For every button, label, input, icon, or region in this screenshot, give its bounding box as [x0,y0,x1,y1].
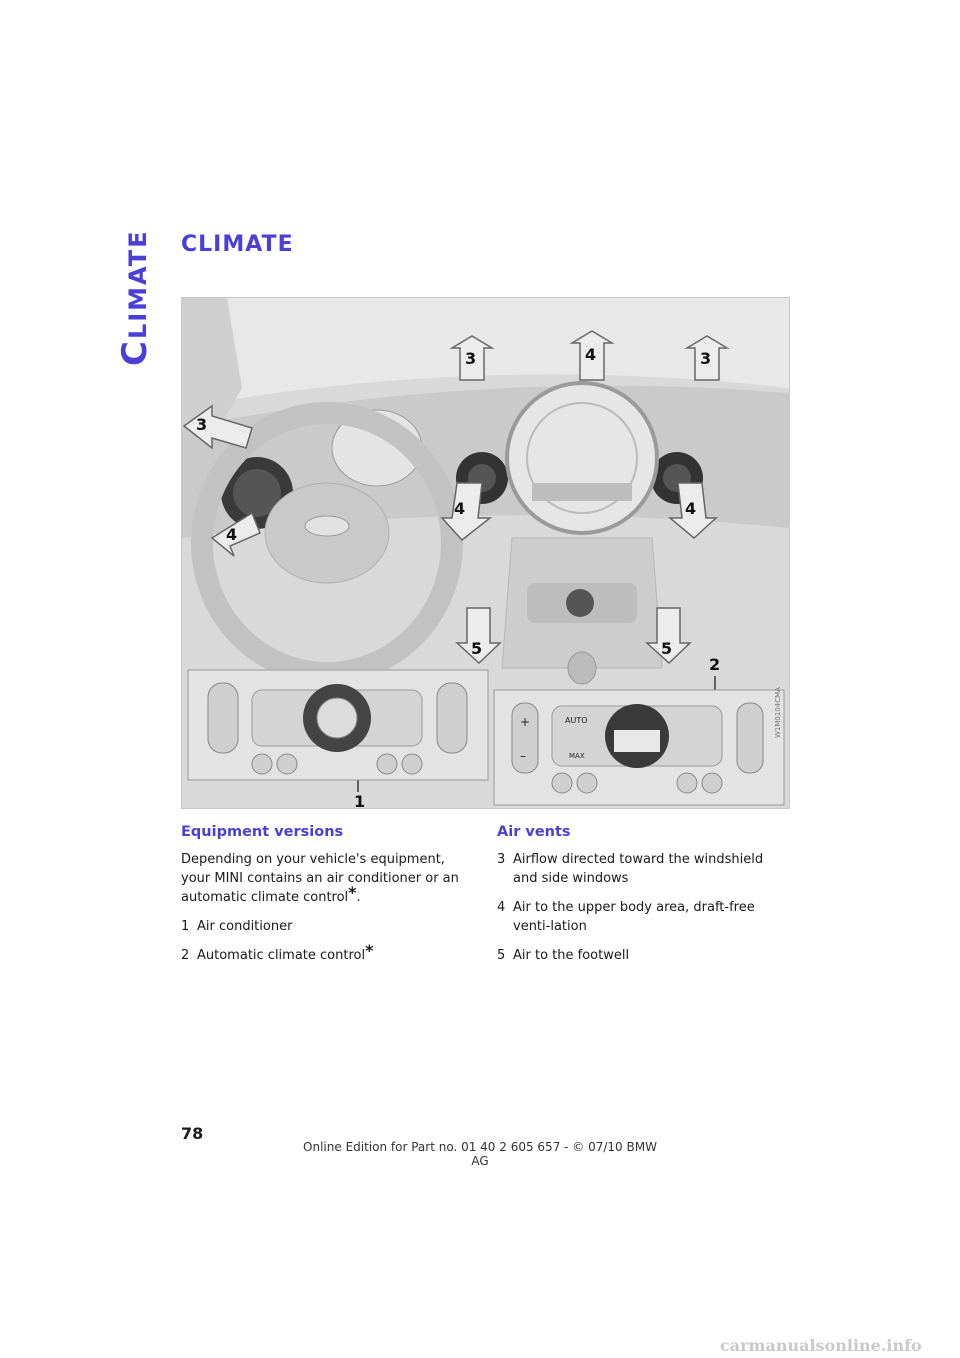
chapter-side-tab: Climate [116,228,156,368]
equipment-versions-section: Equipment versions Depending on your veh… [181,824,466,975]
page-title: Climate [181,223,294,259]
list-item: 3 Airflow directed toward the windshield… [497,852,764,886]
callout-2: 2 [709,655,720,674]
callout-5-left: 5 [471,639,482,658]
callout-3-left: 3 [465,349,476,368]
plus-label: + [520,715,530,729]
watermark: carmanualsonline.info [720,1336,922,1355]
image-code: W1M0104CMA [774,687,782,738]
equipment-versions-paragraph: Depending on your vehicle's equipment, y… [181,852,459,905]
auto-climate-panel-inset: AUTO MAX + – [493,689,785,806]
callout-1: 1 [354,792,365,808]
callout-3-right: 3 [700,349,711,368]
equipment-versions-heading: Equipment versions [181,824,344,840]
dashboard-illustration: 3 4 3 3 4 4 4 5 5 2 1 [181,297,790,809]
list-item: 5 Air to the footwell [497,948,630,963]
list-item: 4 Air to the upper body area, draft-free… [497,900,755,934]
footer-edition-note: Online Edition for Part no. 01 40 2 605 … [303,1140,657,1168]
list-item: 1 Air conditioner [181,919,293,934]
auto-label: AUTO [565,716,588,725]
max-label: MAX [569,752,585,760]
callout-4-left: 4 [226,525,237,544]
callout-4-center-left: 4 [454,499,465,518]
minus-label: – [520,749,526,763]
air-vents-section: Air vents 3 Airflow directed toward the … [497,824,782,975]
ac-panel-inset [187,669,489,781]
air-vents-heading: Air vents [497,824,571,840]
page-number: 78 [181,1124,204,1143]
callout-3-pillar: 3 [196,415,207,434]
callout-5-right: 5 [661,639,672,658]
callout-4-right: 4 [685,499,696,518]
list-item: 2 Automatic climate control* [181,941,374,964]
callout-4-top: 4 [585,345,596,364]
chapter-side-tab-label: Climate [116,229,155,366]
